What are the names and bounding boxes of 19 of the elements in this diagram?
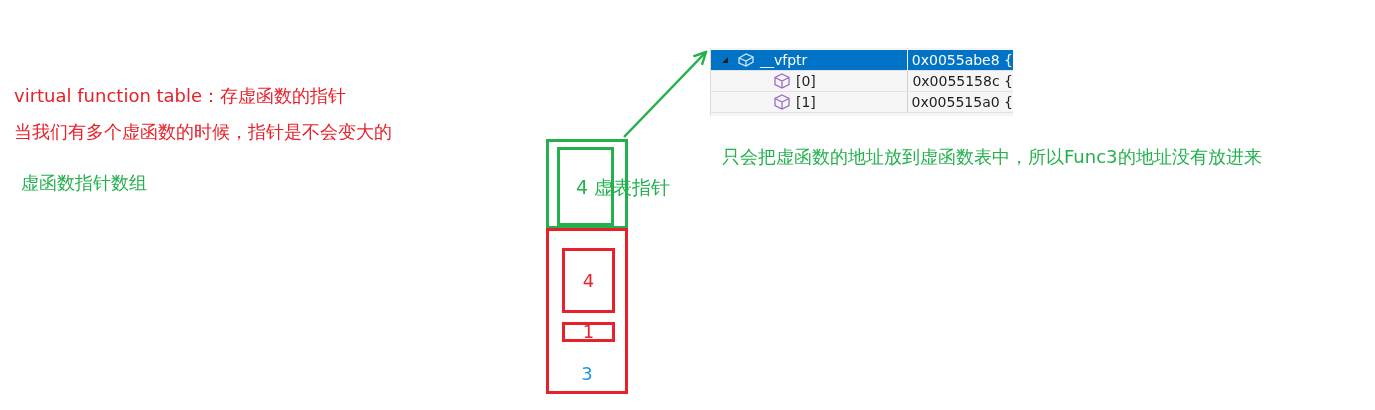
slot-value: 3	[581, 365, 593, 383]
annotation-text: virtual function table：存虚函数的指针	[14, 85, 347, 107]
slot-value: 4	[582, 271, 595, 290]
member-name: [0]	[796, 73, 816, 89]
memory-block	[546, 228, 628, 394]
annotation-text: 只会把虚函数的地址放到虚函数表中，所以Func3的地址没有放进来	[722, 146, 1262, 168]
member-value: 0x0055158c {	[912, 73, 1013, 89]
slot-value: 1	[582, 323, 595, 341]
member-name: __vfptr	[760, 52, 808, 68]
annotation-text: 当我们有多个虚函数的时候，指针是不会变大的	[14, 121, 392, 143]
member-value: 0x0055abe8 {	[911, 52, 1013, 68]
arrow	[623, 50, 708, 138]
debugger-table	[710, 48, 1013, 116]
memory-slot	[562, 248, 615, 313]
memory-slot	[562, 322, 615, 342]
member-value: 0x005515a0 {	[911, 94, 1013, 110]
memory-slot	[557, 147, 614, 226]
annotation-text: 虚函数指针数组	[21, 172, 147, 194]
member-name: [1]	[796, 94, 816, 110]
